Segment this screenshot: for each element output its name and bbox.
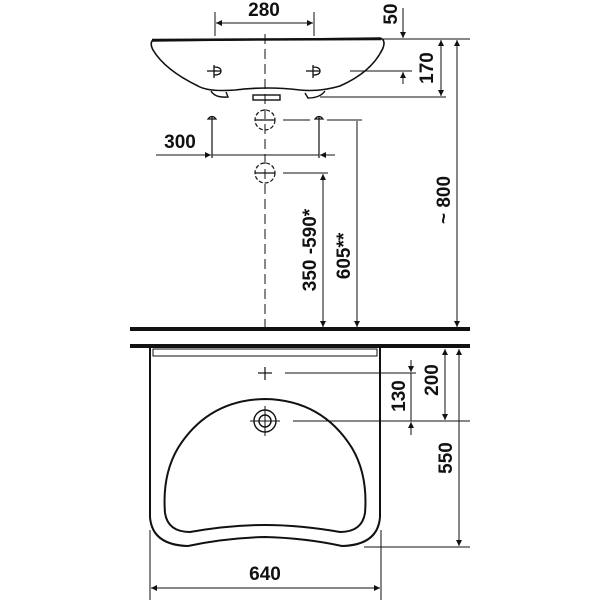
dim-basin-height: 170 [417, 52, 438, 84]
basin-foot-left [210, 90, 230, 98]
dim-waste-height: 350 -590* [300, 208, 321, 291]
dim-rim-to-tap: 50 [381, 3, 402, 24]
basin-foot-right [304, 90, 326, 99]
waste-outlet [252, 94, 281, 101]
basin-outline-plan [149, 348, 381, 548]
tap-symbol-left [207, 65, 222, 78]
bowl-outline-plan [163, 397, 367, 534]
top-view: 130 200 550 640 [130, 344, 470, 600]
dim-tap-hole-from-wall: 130 [389, 380, 410, 412]
wall-fixing-view: 300 350 -590* 605** ~ 800 [156, 40, 460, 327]
basin-outline-front [150, 37, 385, 92]
fixing-symbol-left [206, 115, 218, 158]
fixing-symbol-right [313, 115, 325, 158]
back-rim-strip [152, 348, 378, 357]
basin-rim-front [151, 37, 382, 42]
waste-hole-plan [250, 406, 280, 436]
dim-rim-height: ~ 800 [434, 176, 455, 224]
dim-width: 640 [249, 564, 281, 585]
dim-fixing-spacing: 300 [164, 132, 196, 153]
dim-waste-from-wall: 200 [422, 364, 443, 396]
dim-projection: 550 [436, 442, 457, 474]
front-view: 280 50 170 [150, 0, 470, 101]
dim-tap-hole-spacing: 280 [248, 0, 280, 21]
tap-symbol-right [306, 65, 321, 78]
dim-fixing-height: 605** [334, 232, 355, 279]
